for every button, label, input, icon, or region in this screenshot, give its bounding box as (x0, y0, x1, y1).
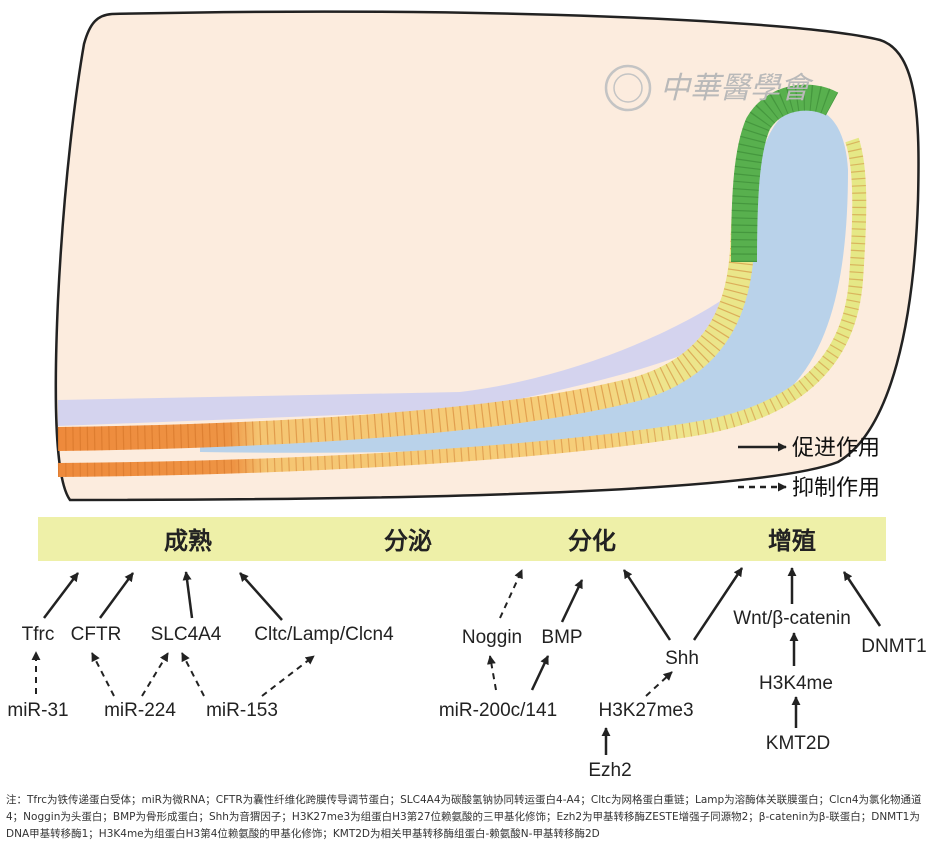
arrow-slc4a4-maturation (182, 571, 194, 619)
arrow-bmp-differentiation (560, 579, 584, 623)
factor-wnt-beta-catenin: Wnt/β-catenin (733, 608, 851, 629)
arrow-dnmt1-proliferation (842, 571, 882, 627)
stage-secretion: 分泌 (384, 527, 432, 555)
factor-noggin: Noggin (462, 627, 522, 648)
factor-mir-31: miR-31 (7, 700, 68, 721)
arrow-mir224-cftr (91, 652, 115, 697)
arrow-cftr-maturation (98, 572, 135, 619)
outer-cell-layer-divisions (57, 137, 867, 477)
factor-slc4a4: SLC4A4 (151, 624, 222, 645)
arrow-shh-differentiation (622, 569, 672, 641)
arrow-mir153-cltc (261, 655, 315, 697)
stage-differentiation: 分化 (568, 527, 616, 555)
stage-maturation: 成熟 (164, 527, 212, 555)
arrow-mir153-slc4a4 (181, 652, 205, 697)
factor-mir-153: miR-153 (206, 700, 278, 721)
arrow-tfrc-maturation (43, 572, 79, 619)
arrow-mir200-noggin (486, 655, 497, 691)
promotion-arrows (43, 567, 882, 755)
arrow-mir200-bmp (530, 655, 550, 691)
outer-cell-layer (57, 137, 867, 477)
watermark-text: 中華醫學會 (660, 71, 814, 106)
stage-proliferation: 增殖 (768, 527, 816, 555)
proliferation-zone (731, 84, 839, 263)
factor-mir-224: miR-224 (104, 700, 176, 721)
legend: 促进作用 抑制作用 (738, 436, 880, 501)
factor-cftr: CFTR (71, 624, 122, 645)
arrow-h3k27me3-shh (645, 671, 673, 697)
lavender-layer (58, 300, 723, 426)
stage-bar (38, 517, 886, 561)
factor-kmt2d: KMT2D (766, 733, 830, 754)
factor-bmp: BMP (541, 627, 582, 648)
watermark-logo: 中華醫學會 (604, 64, 814, 112)
arrow-cltc-maturation (239, 572, 283, 621)
arrow-mir224-slc4a4 (141, 652, 169, 697)
factor-mir-200c-141: miR-200c/141 (439, 700, 557, 721)
factor-dnmt1: DNMT1 (861, 636, 926, 657)
legend-inhibit-label: 抑制作用 (792, 476, 880, 501)
factor-tfrc: Tfrc (22, 624, 55, 645)
inhibition-arrows (31, 569, 673, 697)
figure-notes: 注：Tfrc为铁传递蛋白受体；miR为微RNA；CFTR为囊性纤维化跨膜传导调节… (6, 794, 922, 840)
factor-ezh2: Ezh2 (588, 760, 631, 781)
arrow-shh-proliferation (692, 567, 744, 641)
factor-h3k27me3: H3K27me3 (598, 700, 693, 721)
factor-shh: Shh (665, 648, 699, 669)
arrow-noggin-differentiation (499, 569, 523, 619)
factor-h3k4me: H3K4me (759, 673, 833, 694)
factor-cltc-lamp-clcn4: Cltc/Lamp/Clcn4 (254, 624, 394, 645)
legend-promote-label: 促进作用 (792, 436, 880, 461)
incisor-regulation-diagram: 中華醫學會 促进作用 抑制作用 成熟 分泌 分化 增殖 Tfrc CFTR SL… (7, 10, 927, 781)
